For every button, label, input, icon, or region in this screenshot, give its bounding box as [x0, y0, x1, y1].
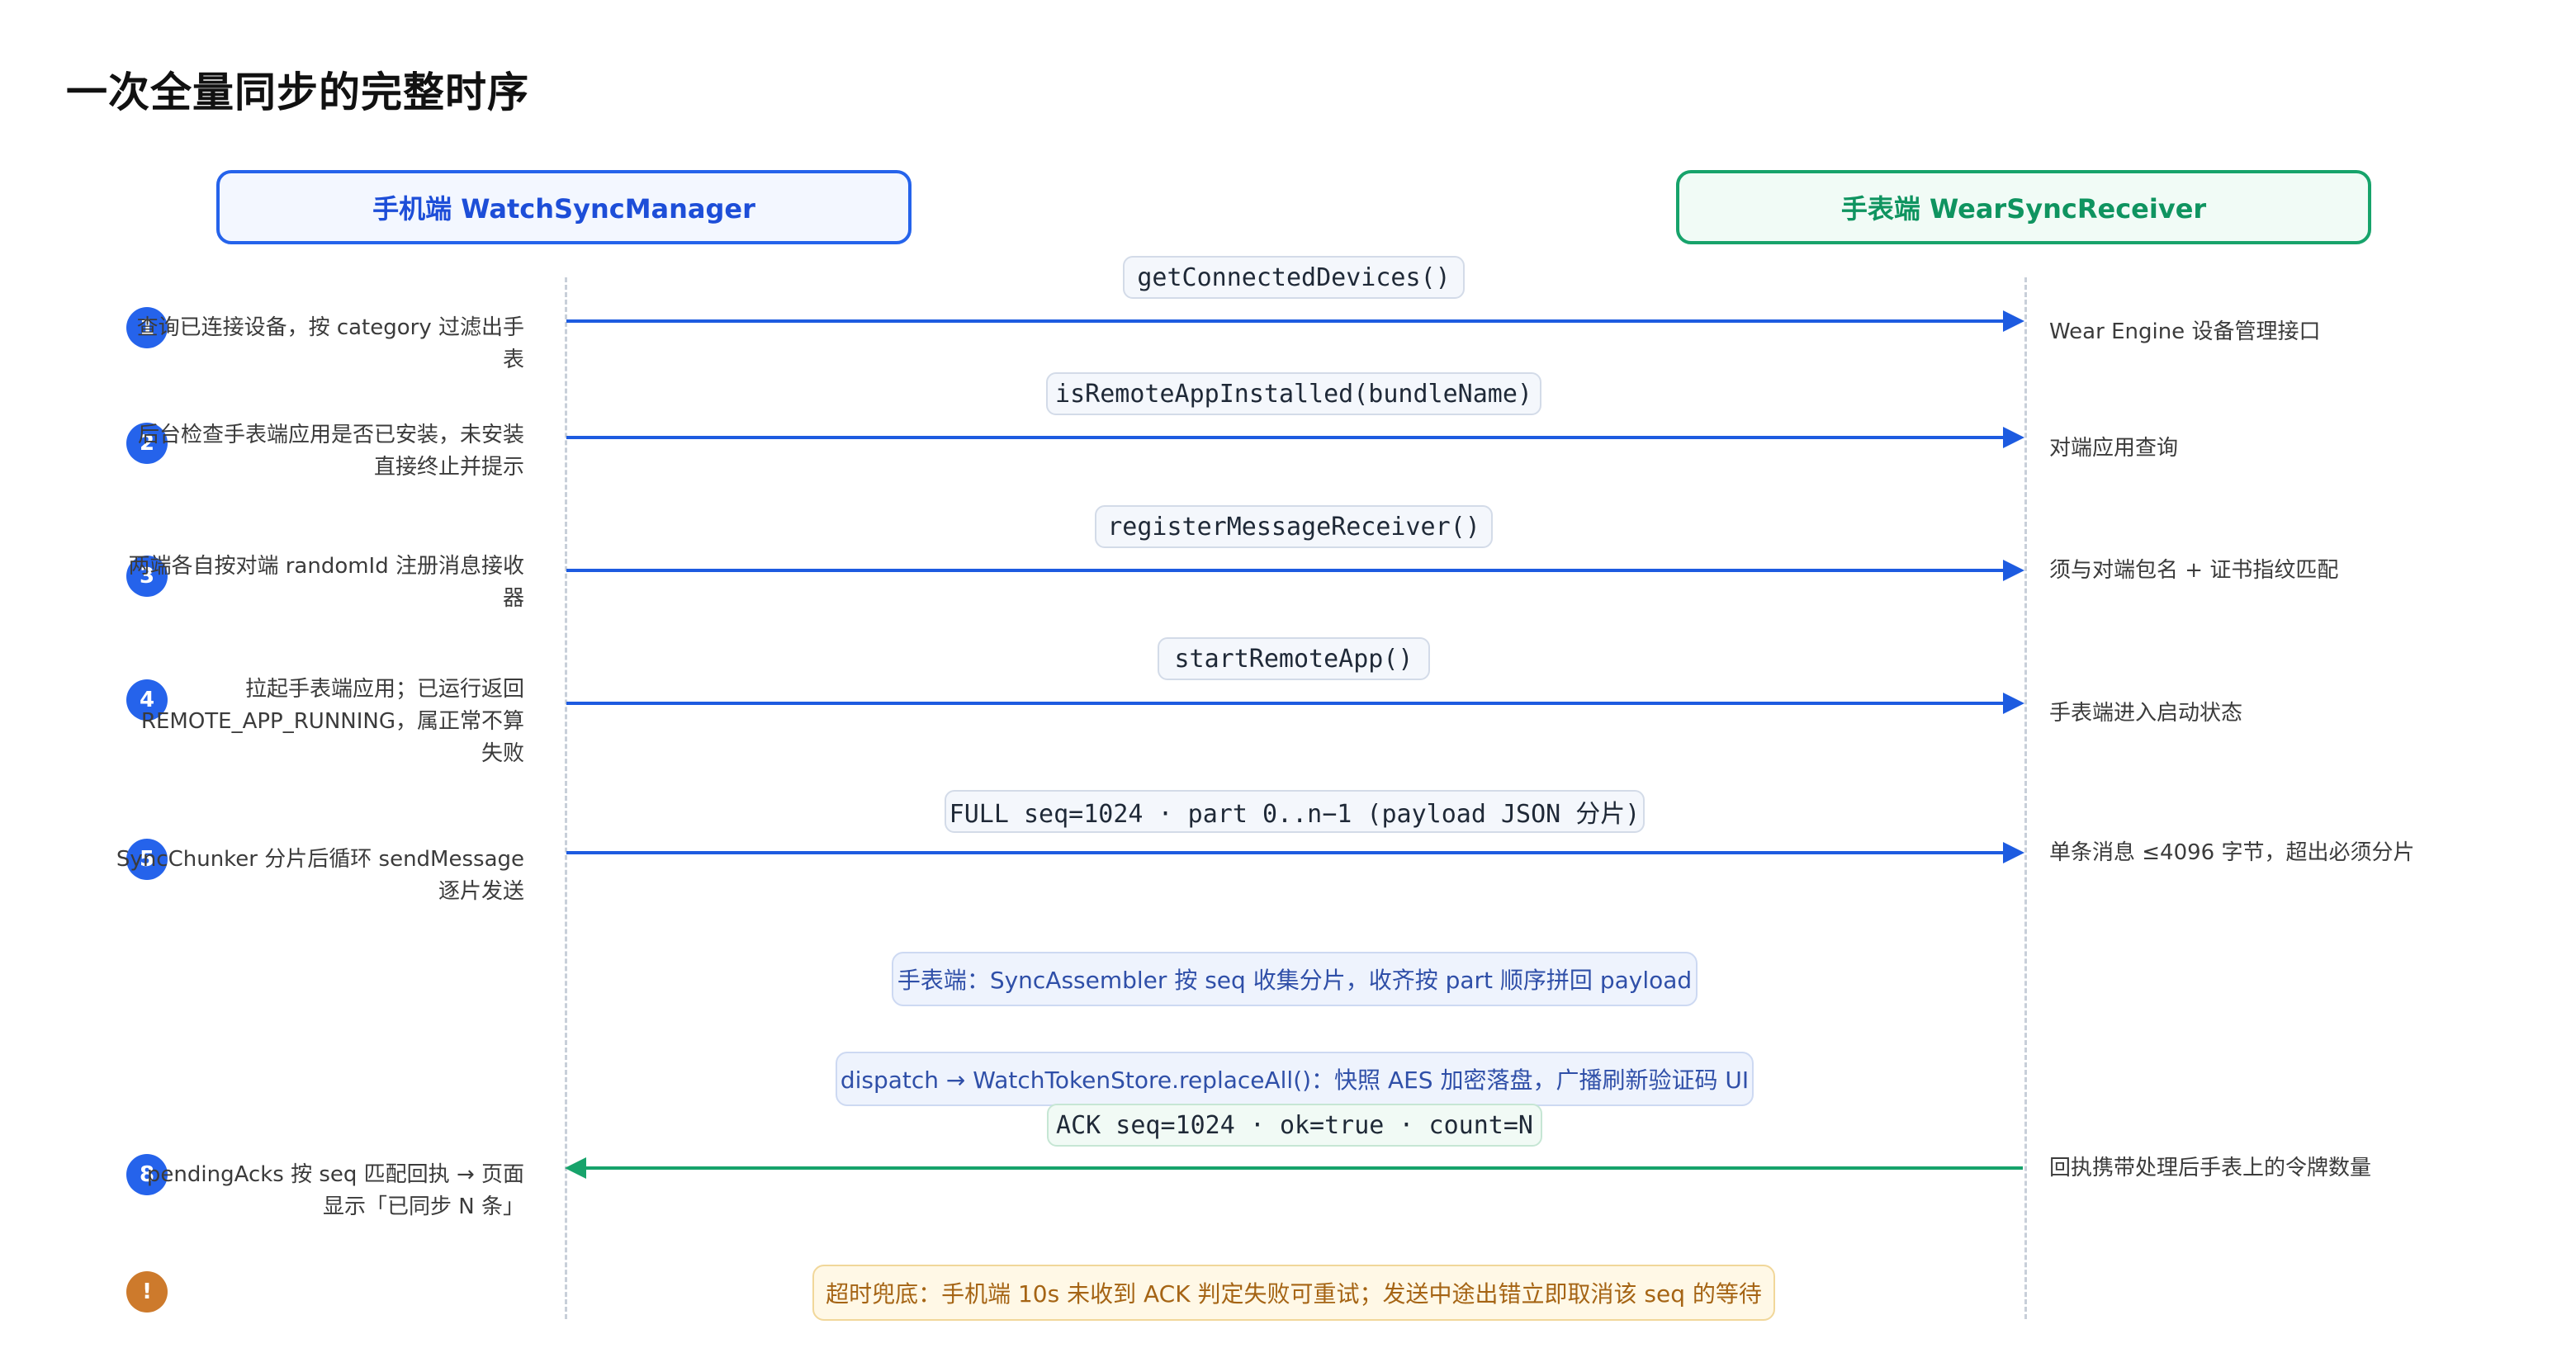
step-3-line-2: 器: [502, 586, 524, 611]
step-5-description: SyncChunker 分片后循环 sendMessage 逐片发送: [111, 844, 524, 908]
step-4-line-2: REMOTE_APP_RUNNING，属正常不算: [140, 709, 524, 734]
step-4-line-3: 失败: [481, 741, 524, 766]
step-badge-3: 3: [126, 556, 168, 597]
step-1-line-2: 表: [502, 348, 524, 372]
step-8-line-1: pendingAcks 按 seq 匹配回执 → 页面: [146, 1162, 524, 1187]
step-5-line-1: SyncChunker 分片后循环 sendMessage: [116, 847, 524, 872]
step-3-line-1: 两端各自按对端 randomId 注册消息接收: [128, 554, 524, 579]
note-step-2: 对端应用查询: [2049, 436, 2179, 461]
actor-phone: 手机端 WatchSyncManager: [216, 170, 912, 244]
note-step-5: 单条消息 ≤4096 字节，超出必须分片: [2049, 840, 2415, 865]
step-4-line-1: 拉起手表端应用；已运行返回: [244, 677, 524, 702]
message-step-8: ACK seq=1024 · ok=true · count=N: [1047, 1104, 1542, 1147]
step-badge-8: 8: [126, 1154, 168, 1195]
arrowhead-step-2: [2003, 427, 2024, 448]
step-2-line-1: 后台检查手表端应用是否已安装，未安装: [137, 423, 524, 447]
step-2-description: 后台检查手表端应用是否已安装，未安装 直接终止并提示: [111, 419, 524, 484]
message-step-3: registerMessageReceiver(): [1095, 505, 1493, 548]
message-step-2: isRemoteAppInstalled(bundleName): [1046, 372, 1541, 415]
actor-watch: 手表端 WearSyncReceiver: [1676, 170, 2371, 244]
step-2-line-2: 直接终止并提示: [373, 455, 524, 480]
step-5-line-2: 逐片发送: [438, 879, 524, 904]
arrowhead-step-1: [2003, 310, 2024, 332]
step-badge-1: 1: [126, 307, 168, 348]
note-step-4: 手表端进入启动状态: [2049, 701, 2243, 726]
message-step-4: startRemoteApp(): [1158, 637, 1430, 680]
arrowhead-step-3: [2003, 560, 2024, 581]
step-badge-5: 5: [126, 839, 168, 880]
timeout-warning-note: 超时兜底：手机端 10s 未收到 ACK 判定失败可重试；发送中途出错立即取消该…: [812, 1265, 1775, 1321]
warning-badge: !: [126, 1271, 168, 1313]
step-1-line-1: 查询已连接设备，按 category 过滤出手: [136, 315, 524, 340]
message-step-5: FULL seq=1024 · part 0..n−1 (payload JSO…: [945, 790, 1645, 833]
step-badge-2: 2: [126, 423, 168, 464]
lifeline-phone: [565, 277, 567, 1319]
step-8-description: pendingAcks 按 seq 匹配回执 → 页面 显示「已同步 N 条」: [111, 1159, 524, 1223]
lifeline-watch: [2024, 277, 2027, 1319]
arrowhead-step-4: [2003, 693, 2024, 714]
page-title: 一次全量同步的完整时序: [66, 69, 529, 116]
message-step-1: getConnectedDevices(): [1123, 256, 1465, 299]
dispatch-note: dispatch → WatchTokenStore.replaceAll()：…: [836, 1052, 1754, 1106]
step-4-description: 拉起手表端应用；已运行返回 REMOTE_APP_RUNNING，属正常不算 失…: [111, 674, 524, 770]
assembler-note: 手表端：SyncAssembler 按 seq 收集分片，收齐按 part 顺序…: [892, 952, 1698, 1006]
step-8-line-2: 显示「已同步 N 条」: [323, 1194, 524, 1219]
note-step-8: 回执携带处理后手表上的令牌数量: [2049, 1156, 2372, 1180]
arrowhead-step-5: [2003, 842, 2024, 863]
step-3-description: 两端各自按对端 randomId 注册消息接收 器: [111, 551, 524, 615]
step-badge-4: 4: [126, 679, 168, 721]
step-1-description: 查询已连接设备，按 category 过滤出手 表: [111, 312, 524, 376]
note-step-1: Wear Engine 设备管理接口: [2049, 319, 2321, 344]
note-step-3: 须与对端包名 + 证书指纹匹配: [2049, 558, 2339, 583]
arrowhead-step-8: [565, 1157, 586, 1179]
